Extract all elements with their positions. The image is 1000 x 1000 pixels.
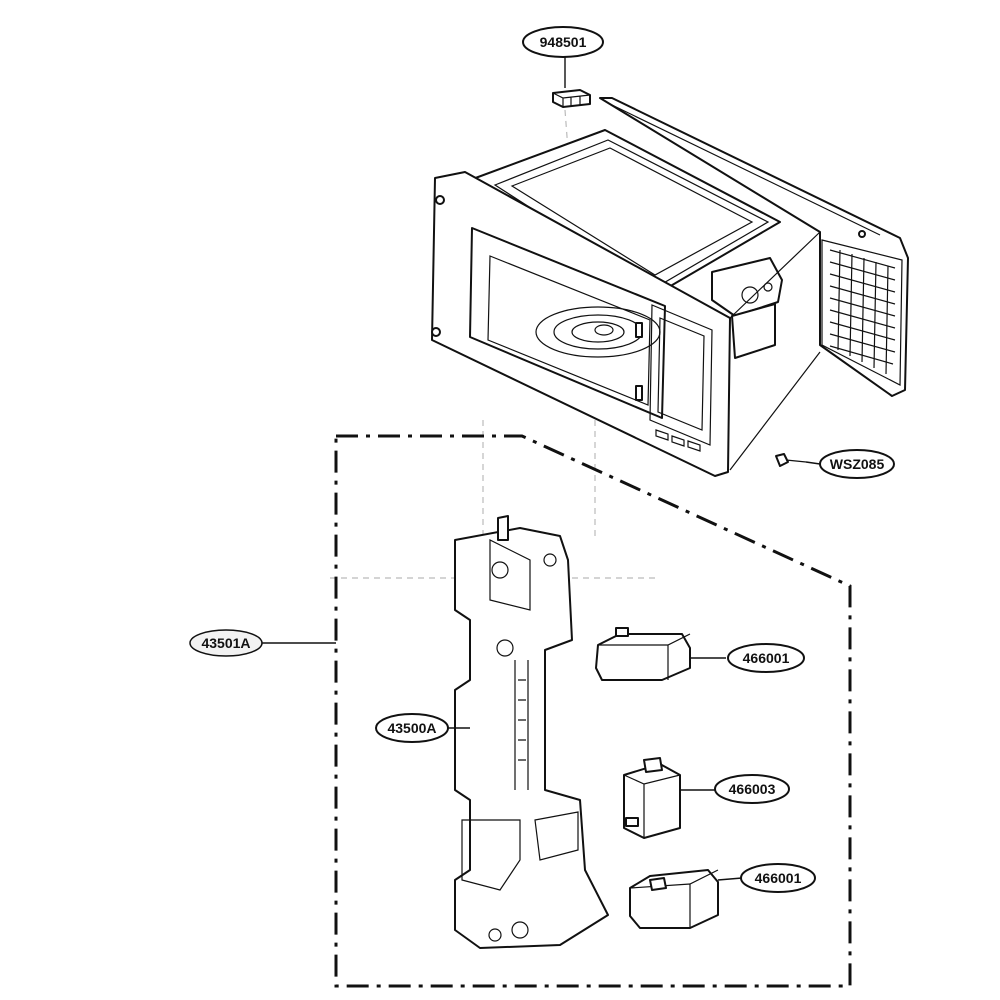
switch-466001-top [595, 627, 691, 681]
callout-948501: 948501 [522, 26, 604, 58]
callout-466001-top: 466001 [727, 643, 805, 673]
callout-label: WSZ085 [830, 456, 885, 472]
callout-466003: 466003 [714, 774, 790, 804]
switch-466003 [623, 757, 681, 839]
callout-label: 948501 [540, 34, 587, 50]
callout-label: 466003 [729, 781, 776, 797]
callout-label: 43500A [387, 720, 436, 736]
callout-43500A: 43500A [375, 713, 449, 743]
vent-grille [821, 239, 903, 386]
leader-lines [262, 56, 821, 881]
screw-WSZ085 [775, 453, 807, 467]
oven-cavity-frame [431, 97, 909, 477]
callout-label: 466001 [743, 650, 790, 666]
callout-label: 466001 [755, 870, 802, 886]
callout-43501A: 43501A [189, 629, 263, 657]
callout-label: 43501A [201, 635, 250, 651]
switch-466001-bottom [629, 869, 719, 929]
side-motor [711, 257, 783, 359]
callout-WSZ085: WSZ085 [819, 449, 895, 479]
assembly-boundary [334, 434, 852, 988]
clip-part-948501 [552, 89, 591, 108]
callout-466001-bottom: 466001 [740, 863, 816, 893]
latch-board-43500A [454, 515, 609, 949]
